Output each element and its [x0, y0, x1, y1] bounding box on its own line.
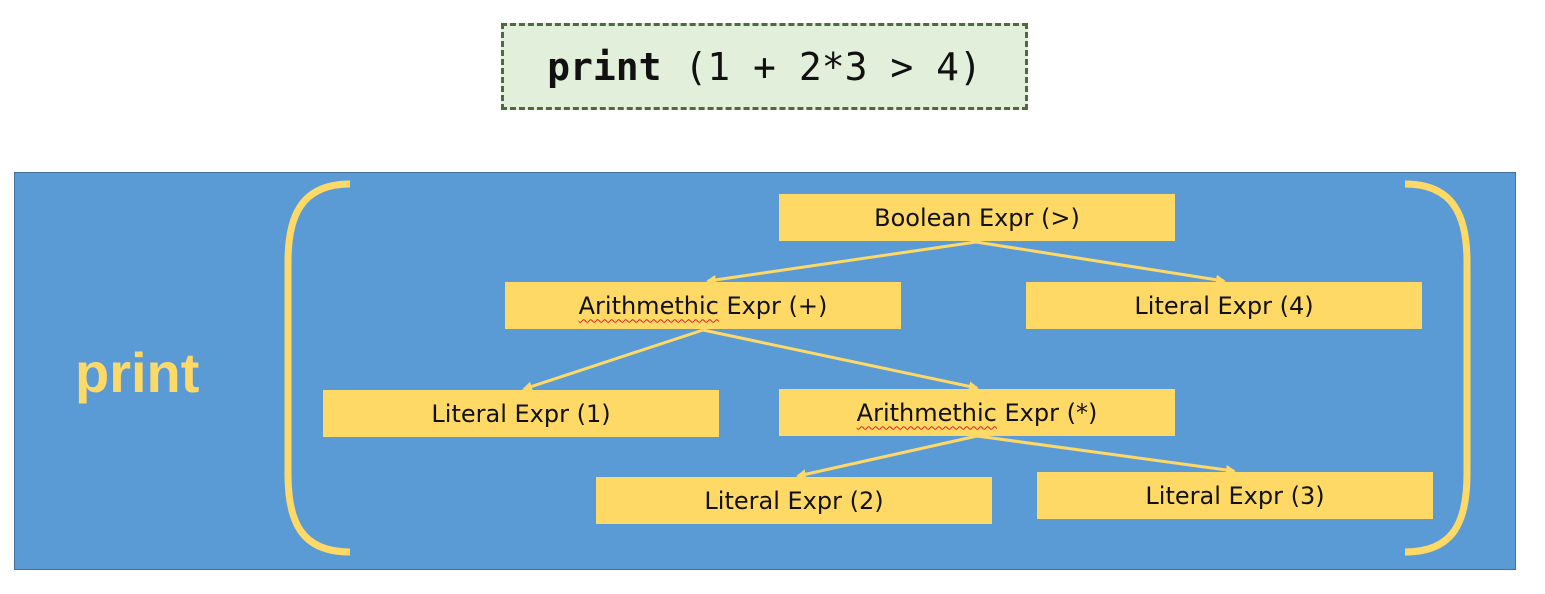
- node-boolean-expr: Boolean Expr (>): [779, 194, 1175, 241]
- node-arithmetic-mul: Arithmethic Expr (*): [779, 389, 1175, 436]
- edge-arith-mul-literal-3: [976, 434, 1236, 475]
- node-label-word: Arithmethic: [578, 291, 719, 320]
- node-literal-1: Literal Expr (1): [323, 390, 719, 437]
- node-label: Boolean Expr (>): [874, 203, 1080, 232]
- node-literal-4: Literal Expr (4): [1026, 282, 1422, 329]
- node-label: Literal Expr (3): [1145, 481, 1325, 510]
- code-snippet: print (1 + 2*3 > 4): [501, 23, 1028, 110]
- node-label: Literal Expr (2): [704, 486, 884, 515]
- node-arithmetic-plus: Arithmethic Expr (+): [505, 282, 901, 329]
- node-literal-3: Literal Expr (3): [1037, 472, 1433, 519]
- node-label: Literal Expr (4): [1134, 291, 1314, 320]
- edge-arith-plus-arith-mul: [702, 328, 979, 392]
- node-label: Expr (*): [996, 398, 1098, 427]
- right-bracket: [1404, 180, 1471, 556]
- edge-arith-plus-literal-1: [522, 328, 704, 392]
- print-label: print: [75, 341, 200, 404]
- edge-boolean-literal-4: [975, 240, 1226, 285]
- left-bracket: [284, 180, 351, 556]
- node-label-word: Arithmethic: [856, 398, 997, 427]
- code-keyword: print: [547, 44, 662, 89]
- edge-boolean-arith-plus: [706, 240, 977, 285]
- node-label: Literal Expr (1): [431, 399, 611, 428]
- node-literal-2: Literal Expr (2): [596, 477, 992, 524]
- node-label: Expr (+): [718, 291, 828, 320]
- edge-arith-mul-literal-2: [796, 434, 978, 480]
- code-expression: (1 + 2*3 > 4): [661, 44, 982, 89]
